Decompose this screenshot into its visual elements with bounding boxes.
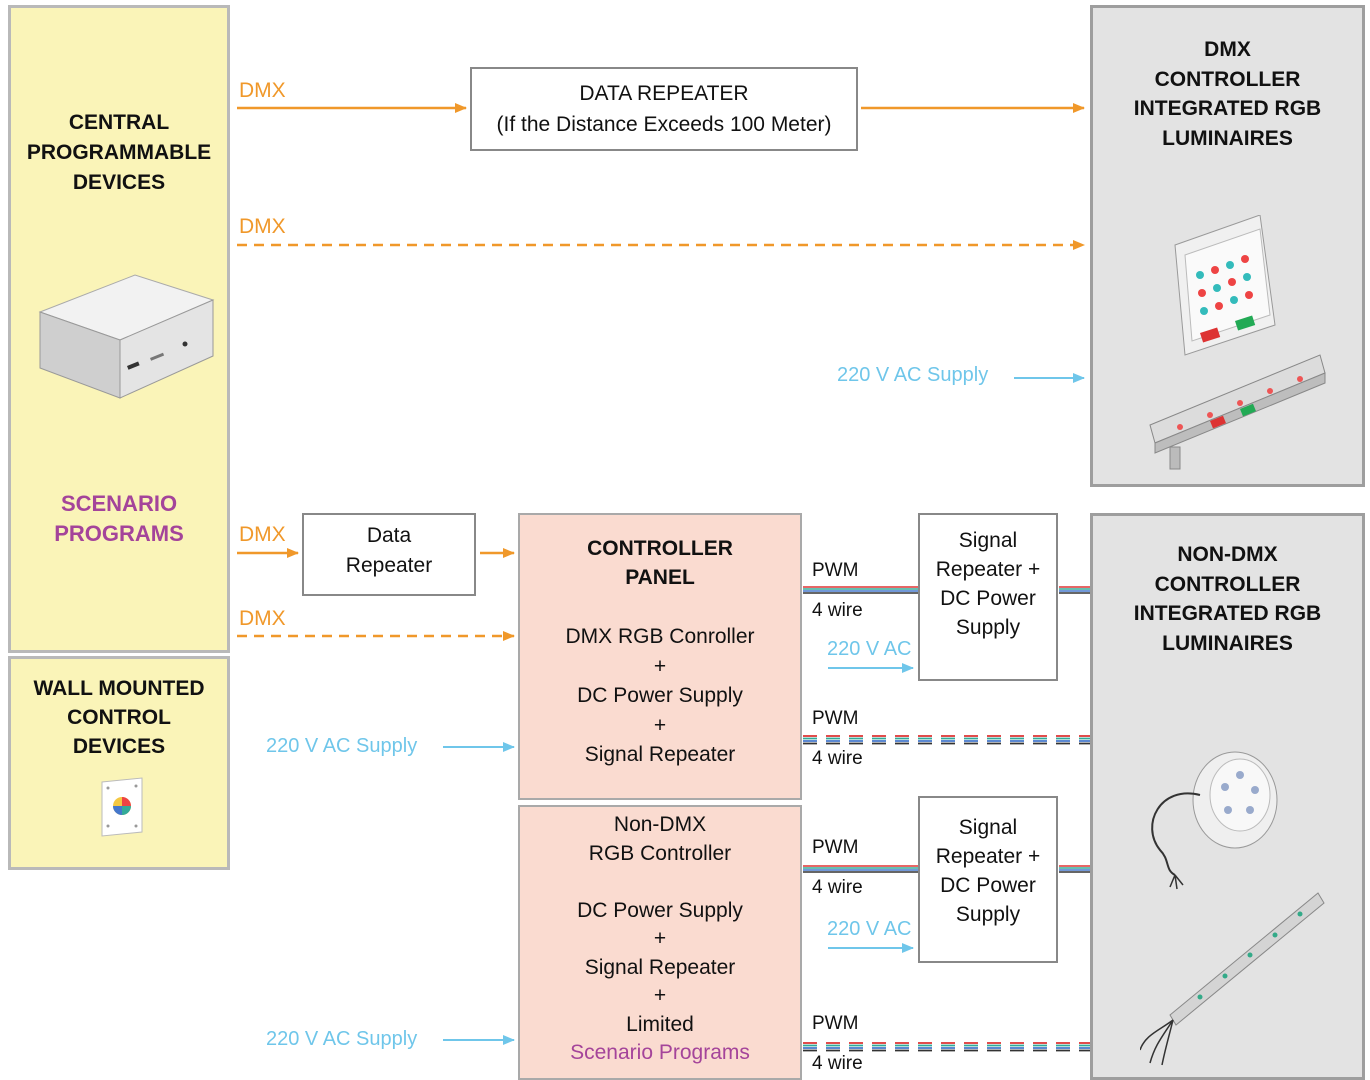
nondmx-luminaire-illustration [1140, 751, 1325, 1066]
nondmx-controller-box [518, 805, 802, 1080]
data-repeater-top-label: DATA REPEATER (If the Distance Exceeds 1… [496, 82, 832, 136]
ac-supply-label-nondmx: 220 V AC Supply [266, 1028, 418, 1050]
scenario-programs-title: SCENARIO PROGRAMS [54, 491, 184, 546]
pwm-label-2: PWM [812, 708, 859, 729]
data-repeater-top-box [470, 67, 858, 151]
ac-label-repeater-1: 220 V AC [827, 638, 912, 660]
ac-supply-label-controller: 220 V AC Supply [266, 735, 418, 757]
four-wire-label-4: 4 wire [812, 1053, 863, 1074]
central-devices-title: CENTRAL PROGRAMMABLE DEVICES [26, 111, 212, 194]
wall-devices-title: WALL MOUNTED CONTROL DEVICES [33, 677, 205, 758]
pwm-cable-3-to-luminaire [1059, 865, 1090, 873]
dmx-label-1: DMX [239, 79, 286, 102]
signal-repeater-label-2: Signal Repeater + DC Power Supply [935, 816, 1041, 926]
four-wire-label-3: 4 wire [812, 877, 863, 898]
dmx-luminaire-illustration [1149, 215, 1326, 470]
pwm-label-3: PWM [812, 837, 859, 858]
dmx-label-2: DMX [239, 215, 286, 238]
pwm-cable-4-dashed [803, 1042, 1090, 1052]
limited-scenario-programs: Scenario Programs [570, 1041, 750, 1064]
controller-panel-contents: DMX RGB Conroller + DC Power Supply + Si… [565, 625, 755, 766]
dmx-luminaires-title: DMX CONTROLLER INTEGRATED RGB LUMINAIRES [1133, 38, 1322, 150]
controller-panel-box [518, 513, 802, 800]
four-wire-label-1: 4 wire [812, 600, 863, 621]
data-repeater-small-label: Data Repeater [345, 524, 433, 577]
nondmx-luminaires-title: NON-DMX CONTROLLER INTEGRATED RGB LUMINA… [1133, 543, 1322, 655]
four-wire-label-2: 4 wire [812, 748, 863, 769]
ac-label-repeater-2: 220 V AC [827, 918, 912, 940]
nondmx-controller-contents: Non-DMX RGB Controller DC Power Supply +… [518, 811, 802, 1068]
pwm-label-4: PWM [812, 1013, 859, 1034]
data-repeater-small-box [302, 513, 476, 596]
signal-repeater-box-1 [918, 513, 1058, 681]
pwm-cable-1-to-repeater [803, 586, 918, 594]
pwm-cable-2-dashed [803, 735, 1090, 745]
signal-repeater-box-2 [918, 796, 1058, 963]
ac-supply-label-dmx: 220 V AC Supply [837, 364, 989, 386]
nondmx-luminaires-panel [1090, 513, 1365, 1080]
controller-panel-title: CONTROLLER PANEL [587, 537, 733, 589]
pwm-cable-3-to-repeater [803, 865, 918, 873]
wall-panel-illustration [101, 777, 143, 837]
pwm-cable-1-to-luminaire [1059, 586, 1090, 594]
dmx-label-4: DMX [239, 607, 286, 630]
dmx-label-3: DMX [239, 523, 286, 546]
controller-device-illustration [38, 274, 215, 399]
pwm-label-1: PWM [812, 560, 859, 581]
signal-repeater-label-1: Signal Repeater + DC Power Supply [935, 529, 1041, 639]
